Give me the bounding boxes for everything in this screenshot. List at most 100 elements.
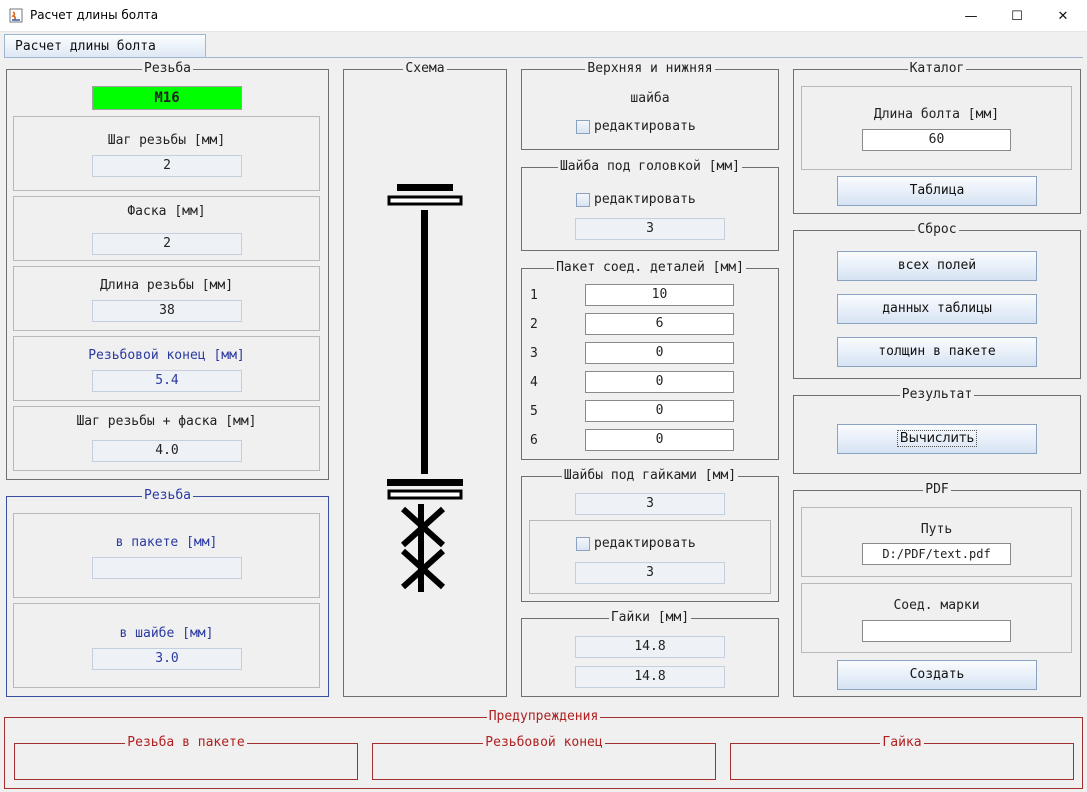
pack-row-5-input[interactable]: 0 xyxy=(585,400,734,422)
warning-thread-in-pack-title: Резьба в пакете xyxy=(125,735,247,750)
create-pdf-button[interactable]: Создать xyxy=(837,660,1037,690)
chamfer-label: Фаска [мм] xyxy=(127,204,206,219)
thread-panel: Резьба xyxy=(6,61,329,480)
warning-thread-in-pack: Резьба в пакете xyxy=(14,735,358,780)
pitch-field: 2 xyxy=(92,155,242,177)
pack-row-6-label: 6 xyxy=(530,433,538,448)
calculate-button[interactable]: Вычислить xyxy=(837,424,1037,454)
marks-input[interactable] xyxy=(862,620,1011,642)
bolt-length-group xyxy=(801,86,1072,170)
top-bottom-washer-subtitle: шайба xyxy=(630,91,670,106)
bolt-head-icon xyxy=(397,184,453,191)
thread-split-panel: Резьба xyxy=(6,488,329,697)
top-bottom-washer-title: Верхняя и нижняя xyxy=(585,61,715,76)
in-pack-group xyxy=(13,513,320,598)
pack-row-1-label: 1 xyxy=(530,288,538,303)
marks-label: Соед. марки xyxy=(893,598,980,613)
catalog-panel: Каталог xyxy=(793,61,1081,214)
result-title: Результат xyxy=(899,387,975,402)
in-washer-label: в шайбе [мм] xyxy=(119,626,214,641)
pdf-title: PDF xyxy=(923,482,951,497)
pack-row-2-label: 2 xyxy=(530,317,538,332)
head-washer-field: 3 xyxy=(575,218,725,240)
scheme-panel-title: Схема xyxy=(403,61,447,76)
head-washer-title: Шайба под головкой [мм] xyxy=(557,159,742,174)
pitch-group xyxy=(13,116,320,191)
maximize-button[interactable]: ☐ xyxy=(994,0,1040,32)
java-app-icon xyxy=(9,8,23,23)
nut-washers-edit-checkbox[interactable]: редактировать xyxy=(576,536,696,551)
nut-washers-panel: Шайбы под гайками [мм] xyxy=(521,468,779,602)
bolt-shank-icon xyxy=(421,210,428,474)
close-button[interactable]: ✕ xyxy=(1040,0,1086,32)
nut-washers-field-1: 3 xyxy=(575,493,725,515)
reset-all-fields-button[interactable]: всех полей xyxy=(837,251,1037,281)
pack-title: Пакет соед. деталей [мм] xyxy=(554,260,746,275)
top-bottom-washer-edit-checkbox[interactable]: редактировать xyxy=(576,119,696,134)
thread-length-group xyxy=(13,266,320,331)
pdf-path-label: Путь xyxy=(920,522,953,537)
catalog-title: Каталог xyxy=(907,61,967,76)
checkbox-icon xyxy=(576,119,590,134)
pack-row-4-label: 4 xyxy=(530,375,538,390)
nut-icon xyxy=(400,504,446,592)
window-title: Расчет длины болта xyxy=(30,8,159,22)
in-washer-group xyxy=(13,603,320,688)
tab-bolt-length[interactable]: Расчет длины болта xyxy=(4,34,206,58)
pitch-label: Шаг резьбы [мм] xyxy=(107,133,226,148)
pdf-panel: PDF xyxy=(793,482,1081,697)
head-washer-panel: Шайба под головкой [мм] xyxy=(521,159,779,251)
thread-end-group xyxy=(13,336,320,401)
thread-end-field: 5.4 xyxy=(92,370,242,392)
warnings-title: Предупреждения xyxy=(486,709,601,724)
thread-panel-title: Резьба xyxy=(142,61,193,76)
title-bar xyxy=(0,0,1087,32)
pack-row-2-input[interactable]: 6 xyxy=(585,313,734,335)
reset-pack-thickness-button[interactable]: толщин в пакете xyxy=(837,337,1037,367)
in-pack-field xyxy=(92,557,242,579)
pdf-path-input[interactable]: D:/PDF/text.pdf xyxy=(862,543,1011,565)
minimize-button[interactable]: — xyxy=(948,0,994,32)
top-bottom-washer-panel: Верхняя и нижняя xyxy=(521,61,779,150)
bolt-scheme-drawing xyxy=(387,184,463,592)
thread-length-field: 38 xyxy=(92,300,242,322)
bolt-length-label: Длина болта [мм] xyxy=(873,107,1000,122)
pdf-path-group xyxy=(801,507,1072,577)
warning-nut: Гайка xyxy=(730,735,1074,780)
pack-row-3-input[interactable]: 0 xyxy=(585,342,734,364)
warnings-panel: Предупреждения xyxy=(4,709,1083,789)
nut-washers-field-2: 3 xyxy=(575,562,725,584)
minimize-icon: — xyxy=(964,8,978,24)
nut-washer-icon xyxy=(387,489,463,500)
in-washer-field: 3.0 xyxy=(92,648,242,670)
checkbox-icon xyxy=(576,192,590,207)
chamfer-field: 2 xyxy=(92,233,242,255)
nut-washers-edit-group xyxy=(529,520,771,594)
thread-size-display: M16 xyxy=(92,86,242,110)
pack-panel: Пакет соед. деталей [мм] xyxy=(521,260,779,460)
thread-split-panel-title: Резьба xyxy=(142,488,193,503)
pack-row-6-input[interactable]: 0 xyxy=(585,429,734,451)
warning-thread-end-title: Резьбовой конец xyxy=(483,735,605,750)
bolt-length-input[interactable]: 60 xyxy=(862,129,1011,151)
marks-group xyxy=(801,583,1072,653)
reset-table-data-button[interactable]: данных таблицы xyxy=(837,294,1037,324)
reset-title: Сброс xyxy=(915,222,959,237)
maximize-icon: ☐ xyxy=(1011,8,1023,24)
pack-row-4-input[interactable]: 0 xyxy=(585,371,734,393)
nuts-panel: Гайки [мм] xyxy=(521,610,779,697)
table-button[interactable]: Таблица xyxy=(837,176,1037,206)
checkbox-icon xyxy=(576,536,590,551)
in-pack-label: в пакете [мм] xyxy=(115,535,218,550)
tab-divider xyxy=(4,57,1083,58)
head-washer-edit-checkbox[interactable]: редактировать xyxy=(576,192,696,207)
pitch-chamfer-field: 4.0 xyxy=(92,440,242,462)
nuts-title: Гайки [мм] xyxy=(608,610,692,625)
pitch-chamfer-label: Шаг резьбы + фаска [мм] xyxy=(76,414,257,429)
pack-row-1-input[interactable]: 10 xyxy=(585,284,734,306)
pitch-chamfer-group xyxy=(13,406,320,471)
result-panel: Результат xyxy=(793,387,1081,474)
pack-row-5-label: 5 xyxy=(530,404,538,419)
reset-panel: Сброс xyxy=(793,222,1081,379)
thread-length-label: Длина резьбы [мм] xyxy=(99,278,234,293)
